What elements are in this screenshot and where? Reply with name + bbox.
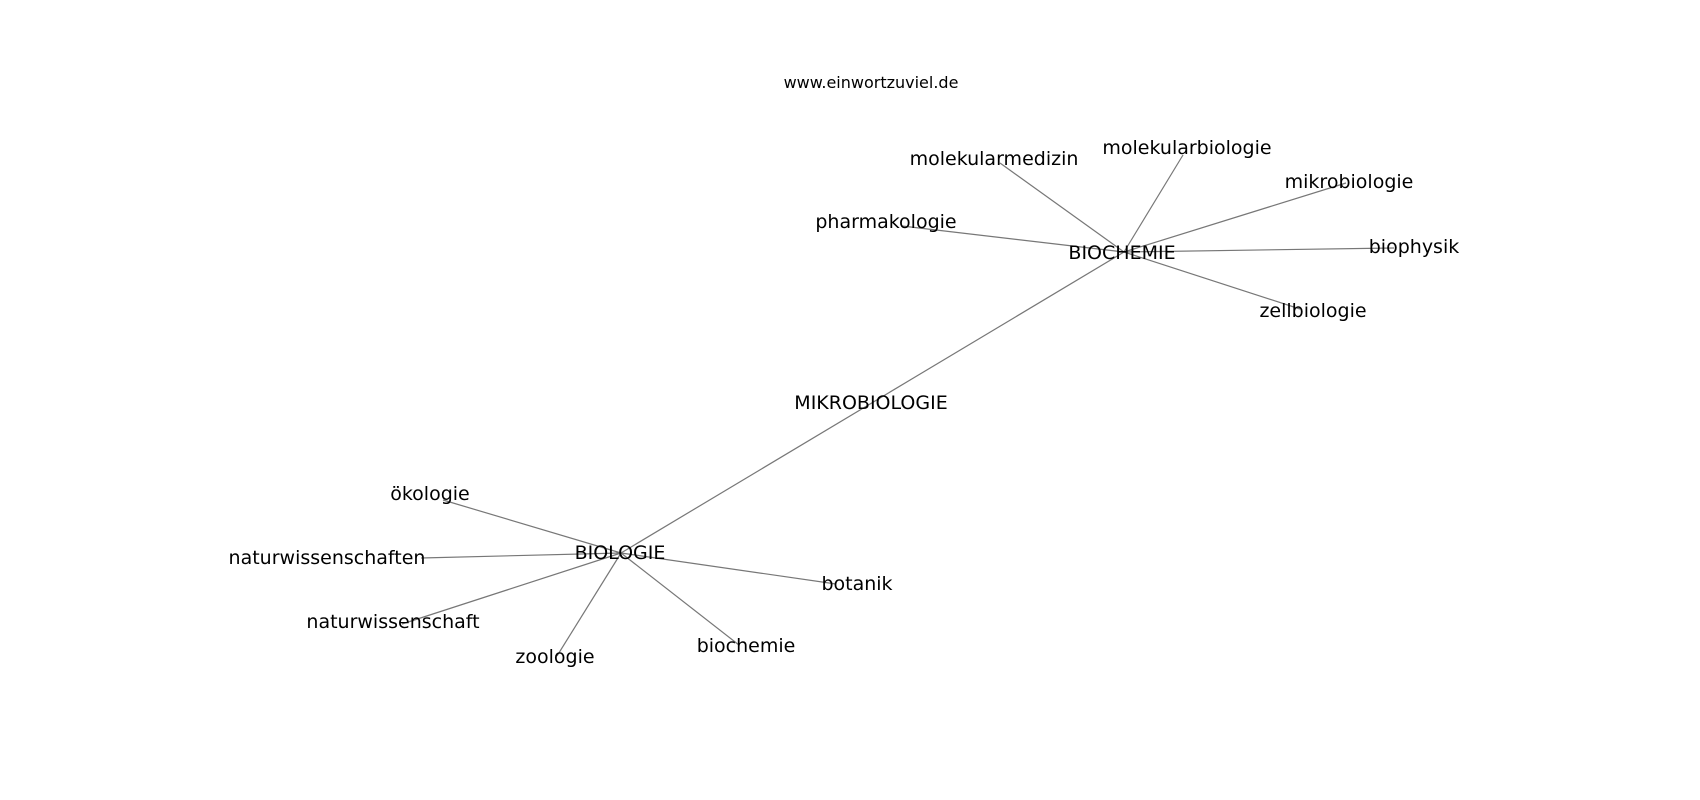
edge-biochemie_hub-biophysik — [1123, 247, 1395, 253]
edge-biologie_hub-zoologie — [556, 552, 622, 657]
edge-biochemie_hub-molekularbiologie — [1123, 154, 1184, 253]
node-label-mikrobiologie: mikrobiologie — [1285, 171, 1414, 193]
node-label-biochemie-hub: BIOCHEMIE — [1068, 242, 1175, 264]
site-url-label: www.einwortzuviel.de — [784, 73, 959, 92]
node-label-mikrobiologie-center: MIKROBIOLOGIE — [794, 392, 947, 414]
edge-biochemie_hub-pharmakologie — [901, 225, 1125, 253]
edge-biologie_hub-oekologie — [442, 499, 622, 554]
node-labels-layer: MIKROBIOLOGIE BIOCHEMIE BIOLOGIE molekularm… — [229, 137, 1460, 668]
node-label-biochemie: biochemie — [697, 635, 796, 657]
node-label-biophysik: biophysik — [1369, 236, 1460, 258]
node-label-oekologie: ökologie — [390, 483, 470, 505]
node-label-naturwissenschaften: naturwissenschaften — [229, 547, 426, 569]
edge-biochemie_hub-molekularmedizin — [999, 162, 1125, 253]
edge-biologie_hub-botanik — [620, 552, 837, 585]
node-label-botanik: botanik — [821, 573, 892, 595]
edge-biochemie_hub-zellbiologie — [1123, 251, 1301, 310]
edge-biologie_hub-naturwissenschaften — [420, 552, 622, 559]
node-label-zoologie: zoologie — [515, 646, 594, 668]
edges-layer — [401, 154, 1395, 657]
edge-biologie_hub-biochemie — [620, 552, 740, 646]
node-label-naturwissenschaft: naturwissenschaft — [306, 611, 479, 633]
node-label-molekularmedizin: molekularmedizin — [910, 148, 1079, 170]
node-label-pharmakologie: pharmakologie — [815, 211, 956, 233]
node-label-molekularbiologie: molekularbiologie — [1102, 137, 1271, 159]
node-label-biologie-hub: BIOLOGIE — [575, 542, 666, 564]
edge-biologie_hub-naturwissenschaft — [401, 552, 622, 625]
node-label-zellbiologie: zellbiologie — [1259, 300, 1366, 322]
edge-biochemie_hub-mikrobiologie — [1123, 182, 1347, 253]
edge-biochemie_hub-biologie_hub — [620, 251, 1125, 554]
